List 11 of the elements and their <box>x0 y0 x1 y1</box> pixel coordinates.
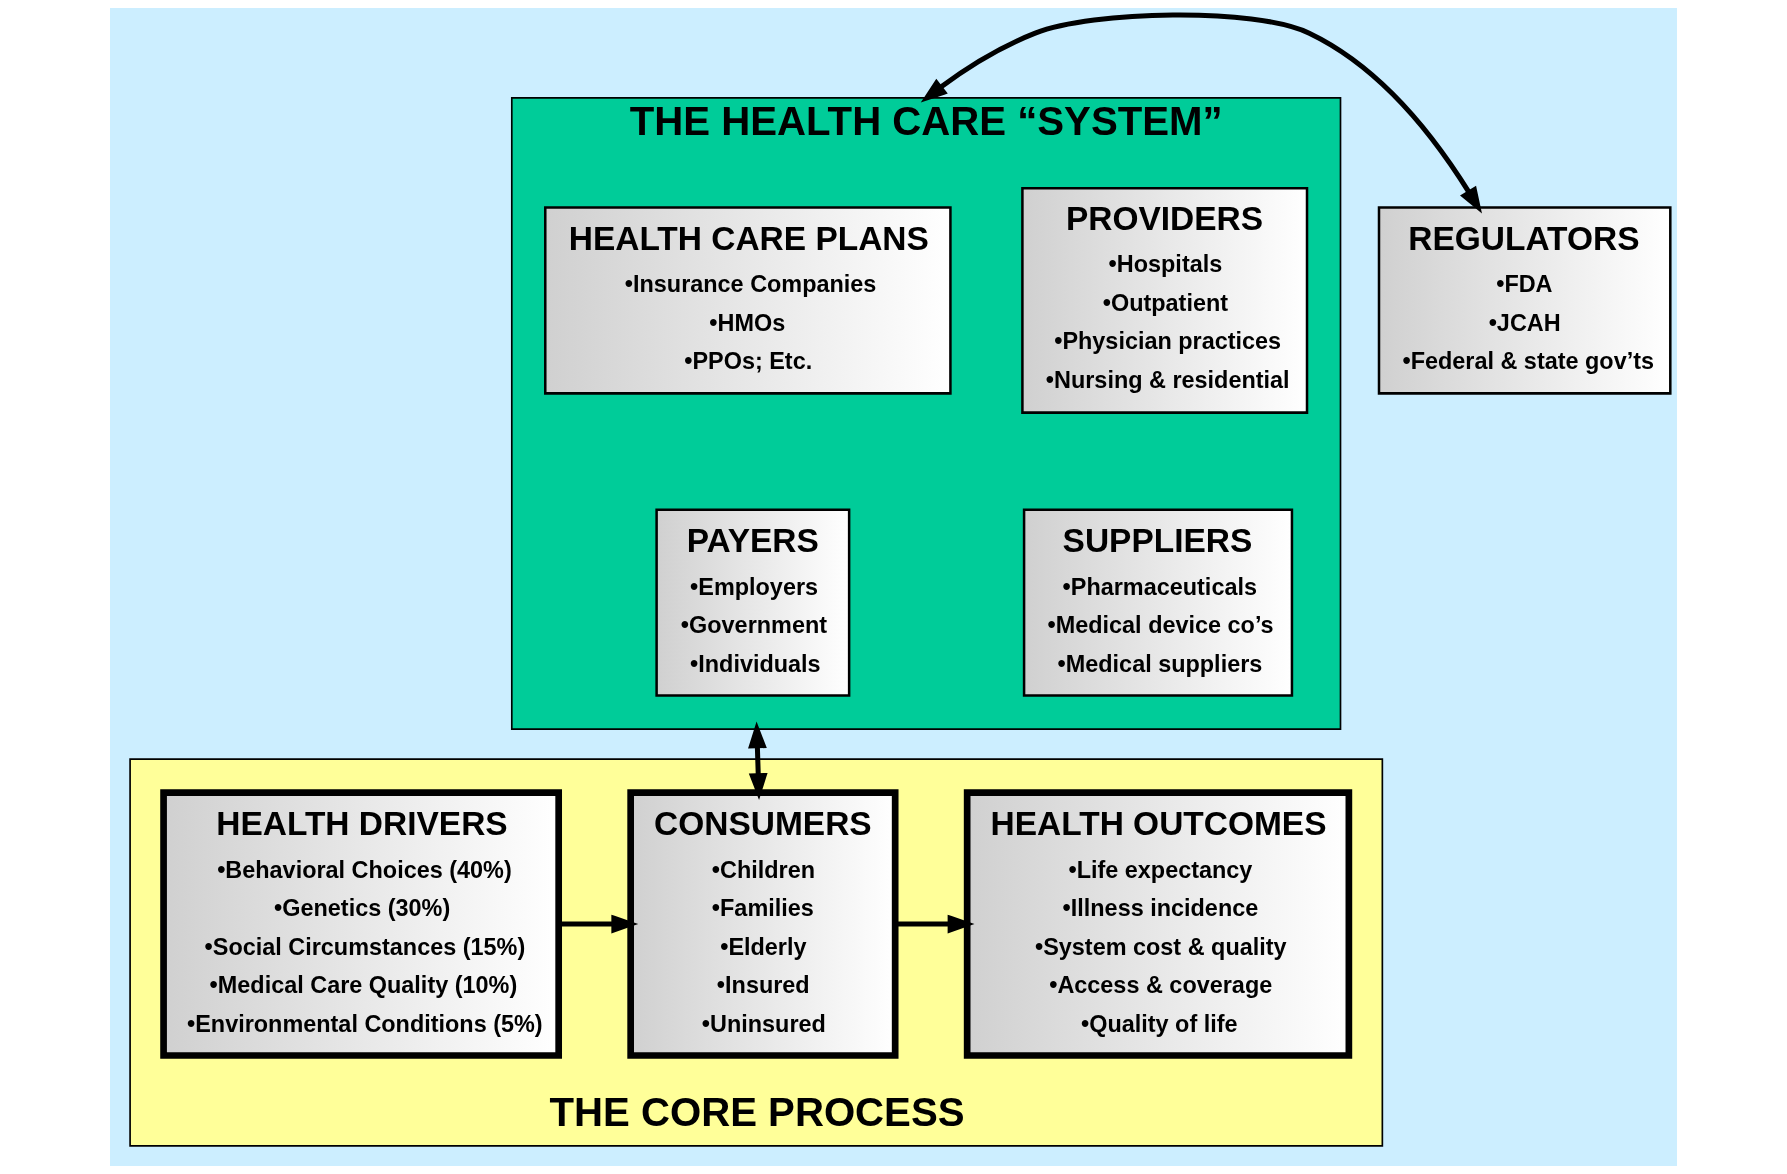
node-box: HEALTH CARE PLANS •Insurance Companies •HMOs •PPOs; Etc. <box>544 206 952 395</box>
node-box: HEALTH DRIVERS •Behavioral Choices (40%) •Genetics (30%) •Social Circumstances (15%) •Medical Care Quality (10%) •Environmental Conditions (5%) <box>160 789 562 1059</box>
node-box: PROVIDERS •Hospitals •Outpatient •Physician practices •Nursing & residential <box>1021 187 1309 414</box>
node-box: CONSUMERS •Children •Families •Elderly •Insured •Uninsured <box>627 789 899 1059</box>
arrow <box>895 914 975 934</box>
arrow <box>748 721 768 801</box>
node-box: REGULATORS •FDA •JCAH •Federal & state gov’ts <box>1377 206 1672 395</box>
node-box: SUPPLIERS •Pharmaceuticals •Medical device co’s •Medical suppliers <box>1022 508 1294 697</box>
node-box: PAYERS •Employers •Government •Individuals <box>655 508 851 697</box>
arrow <box>920 12 1482 214</box>
node-box: HEALTH OUTCOMES •Life expectancy •Illness incidence •System cost & quality •Access & coverage •Quality of life <box>963 789 1353 1059</box>
